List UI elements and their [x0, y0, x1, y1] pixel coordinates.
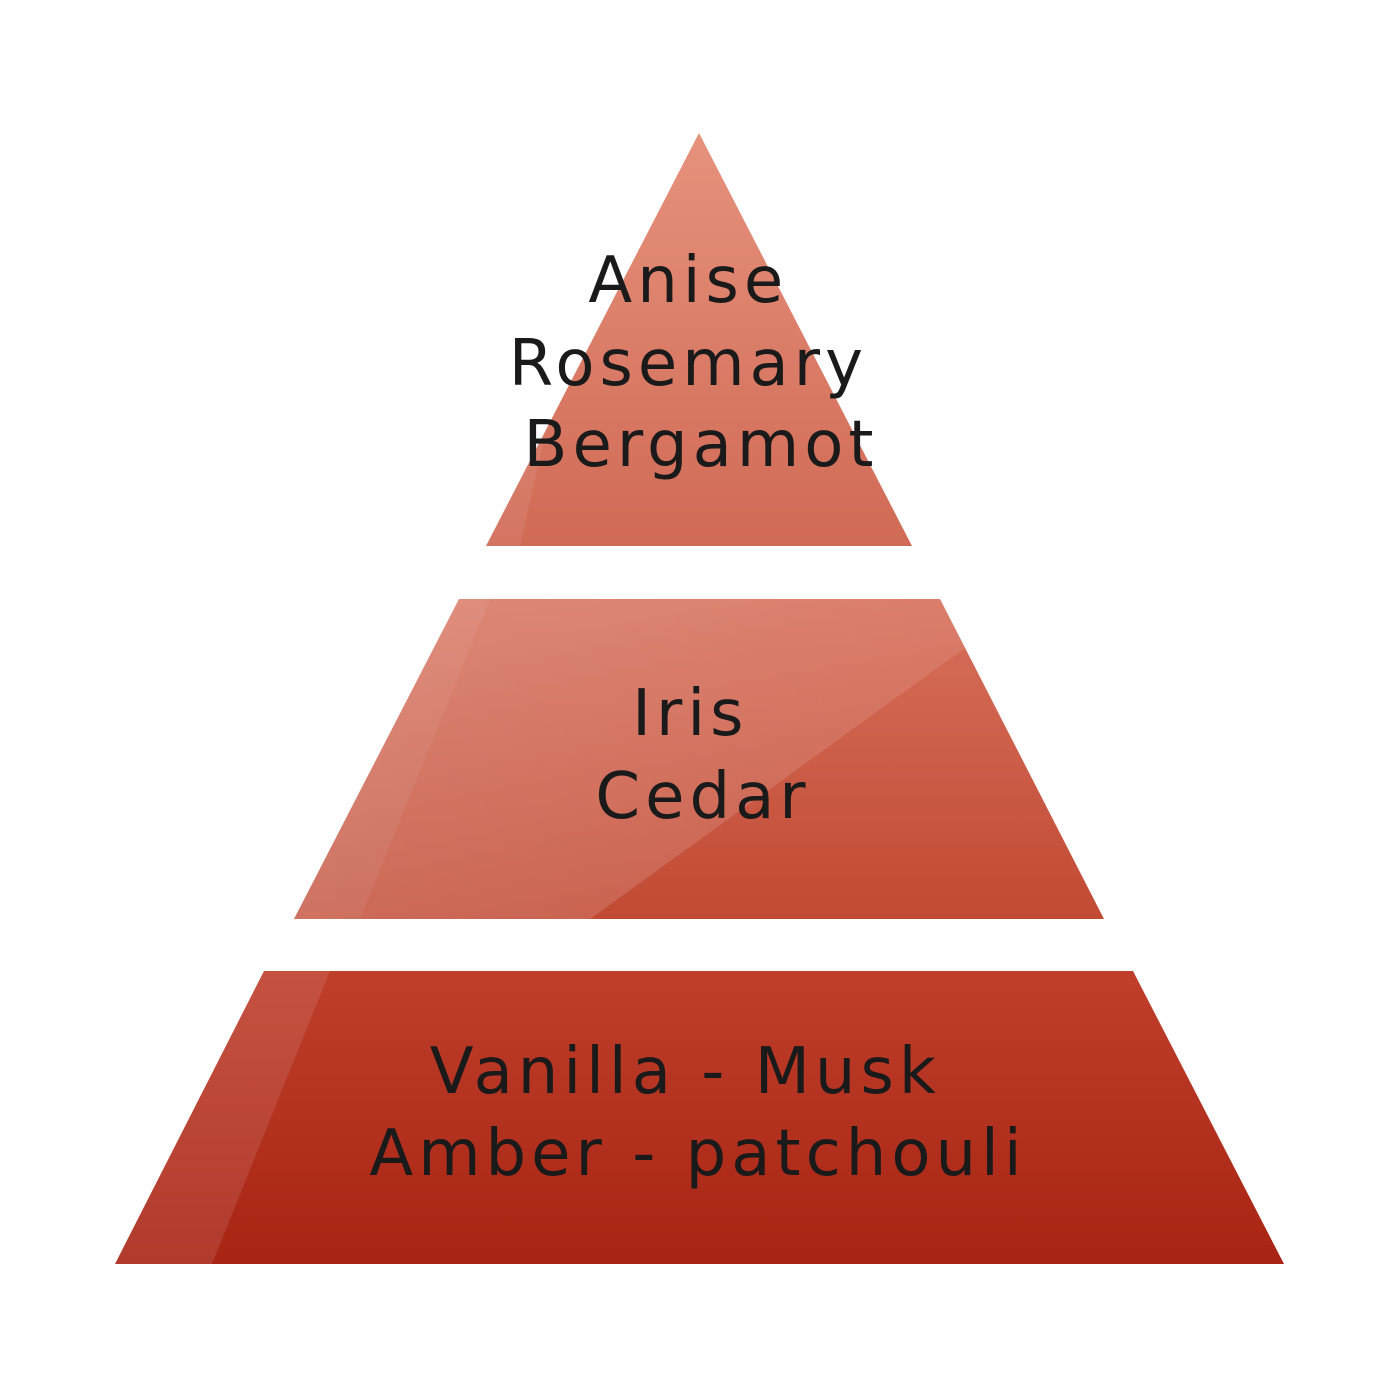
top-note-1: Anise	[588, 244, 788, 318]
heart-note-1: Iris	[632, 677, 748, 751]
pyramid-tier-base: Vanilla - Musk Amber - patchouli	[115, 971, 1284, 1264]
tier-middle-edge-highlight	[294, 599, 490, 919]
top-note-3: Bergamot	[524, 408, 879, 482]
top-note-2: Rosemary	[509, 327, 868, 401]
tier-base-shape	[115, 971, 1284, 1264]
base-note-2: Amber - patchouli	[369, 1117, 1026, 1191]
tier-base-highlight	[115, 971, 330, 1264]
tier-top-highlight	[486, 133, 699, 546]
svg-text:Anise Rosemary Ber: Anise Rosemary Bergamot	[509, 244, 894, 482]
svg-text:Vanilla - Musk Amber - p: Vanilla - Musk Amber - patchouli	[369, 1035, 1026, 1191]
tier-top-shape	[486, 133, 912, 546]
svg-text:Iris Cedar: Iris Cedar	[595, 677, 810, 834]
pyramid-tier-top: Anise Rosemary Bergamot	[486, 133, 912, 546]
tier-middle-gloss	[294, 599, 965, 919]
base-note-1: Vanilla - Musk	[430, 1035, 941, 1109]
heart-note-2: Cedar	[595, 760, 810, 834]
pyramid-tier-middle: Iris Cedar	[294, 599, 1104, 919]
